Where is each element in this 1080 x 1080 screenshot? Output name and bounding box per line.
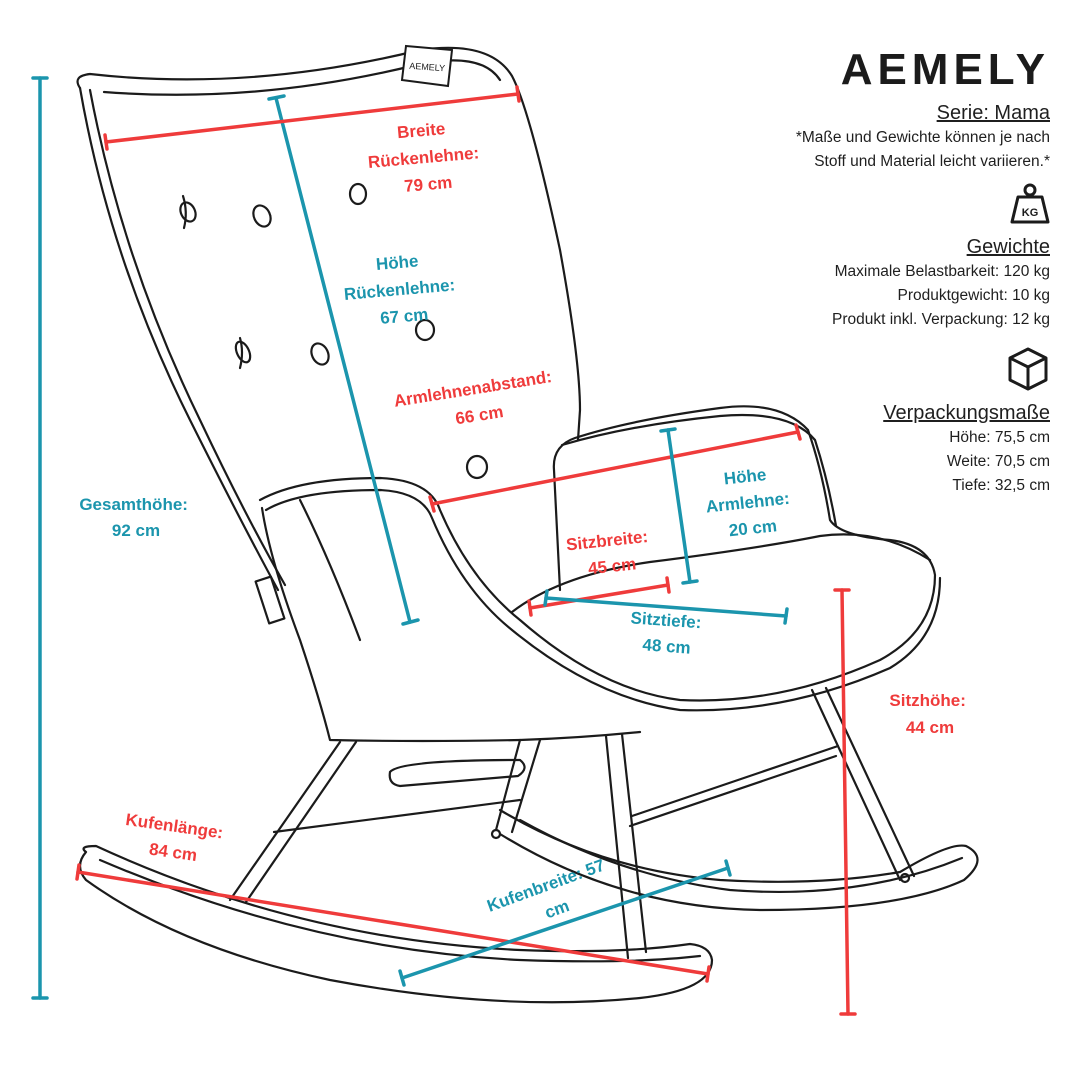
line-sitzhoehe	[833, 588, 857, 1016]
chair-tag-label: AEMELY	[409, 61, 445, 73]
label-gesamthoehe: Gesamthöhe: 92 cm	[79, 495, 192, 540]
weights-line-packed: Produkt inkl. Verpackung: 12 kg	[832, 311, 1050, 328]
line-breite-rueckenlehne	[103, 85, 521, 151]
line-hoehe-rueckenlehne	[267, 94, 420, 626]
package-line-width: Weite: 70,5 cm	[946, 453, 1050, 470]
weights-title: Gewichte	[966, 236, 1050, 258]
info-panel: AEMELY Serie: Mama *Maße und Gewichte kö…	[730, 48, 1050, 498]
line-sitzbreite	[527, 576, 671, 617]
line-kufenlaenge	[75, 863, 711, 983]
weights-icon-row: KG	[730, 182, 1050, 226]
package-line-height: Höhe: 75,5 cm	[949, 429, 1050, 446]
label-breite-rueckenlehne: Breite Rückenlehne: 79 cm	[365, 116, 487, 199]
package-icon-row	[730, 346, 1050, 392]
brand-logo: AEMELY	[730, 48, 1050, 92]
label-hoehe-rueckenlehne: Höhe Rückenlehne: 67 cm	[341, 248, 463, 331]
label-sitzhoehe: Sitzhöhe: 44 cm	[889, 691, 970, 737]
label-sitzbreite: Sitzbreite: 45 cm	[565, 527, 656, 581]
measurement-lines	[31, 76, 857, 1016]
line-hoehe-armlehne	[659, 427, 699, 585]
line-armlehnenabstand	[428, 423, 802, 513]
weight-icon-label: KG	[1022, 207, 1039, 219]
package-title: Verpackungsmaße	[883, 402, 1050, 424]
label-sitztiefe: Sitztiefe: 48 cm	[628, 608, 707, 658]
label-kufenlaenge: Kufenlänge: 84 cm	[121, 810, 229, 869]
line-sitztiefe	[543, 589, 789, 625]
weights-line-max: Maximale Belastbarkeit: 120 kg	[834, 263, 1050, 280]
disclaimer-note: *Maße und Gewichte können je nach Stoff …	[795, 129, 1050, 170]
line-kufenbreite	[398, 859, 732, 987]
box-icon	[1008, 347, 1048, 391]
line-gesamthoehe	[31, 76, 49, 1000]
series-label: Serie: Mama	[936, 102, 1050, 124]
label-armlehnenabstand: Armlehnenabstand: 66 cm	[392, 366, 562, 437]
weights-line-product: Produktgewicht: 10 kg	[897, 287, 1050, 304]
package-line-depth: Tiefe: 32,5 cm	[952, 477, 1050, 494]
brand-logo-text: AEMELY	[840, 45, 1050, 94]
chair-brand-tag: AEMELY	[400, 44, 454, 88]
weight-kg-icon: KG	[1010, 183, 1050, 224]
